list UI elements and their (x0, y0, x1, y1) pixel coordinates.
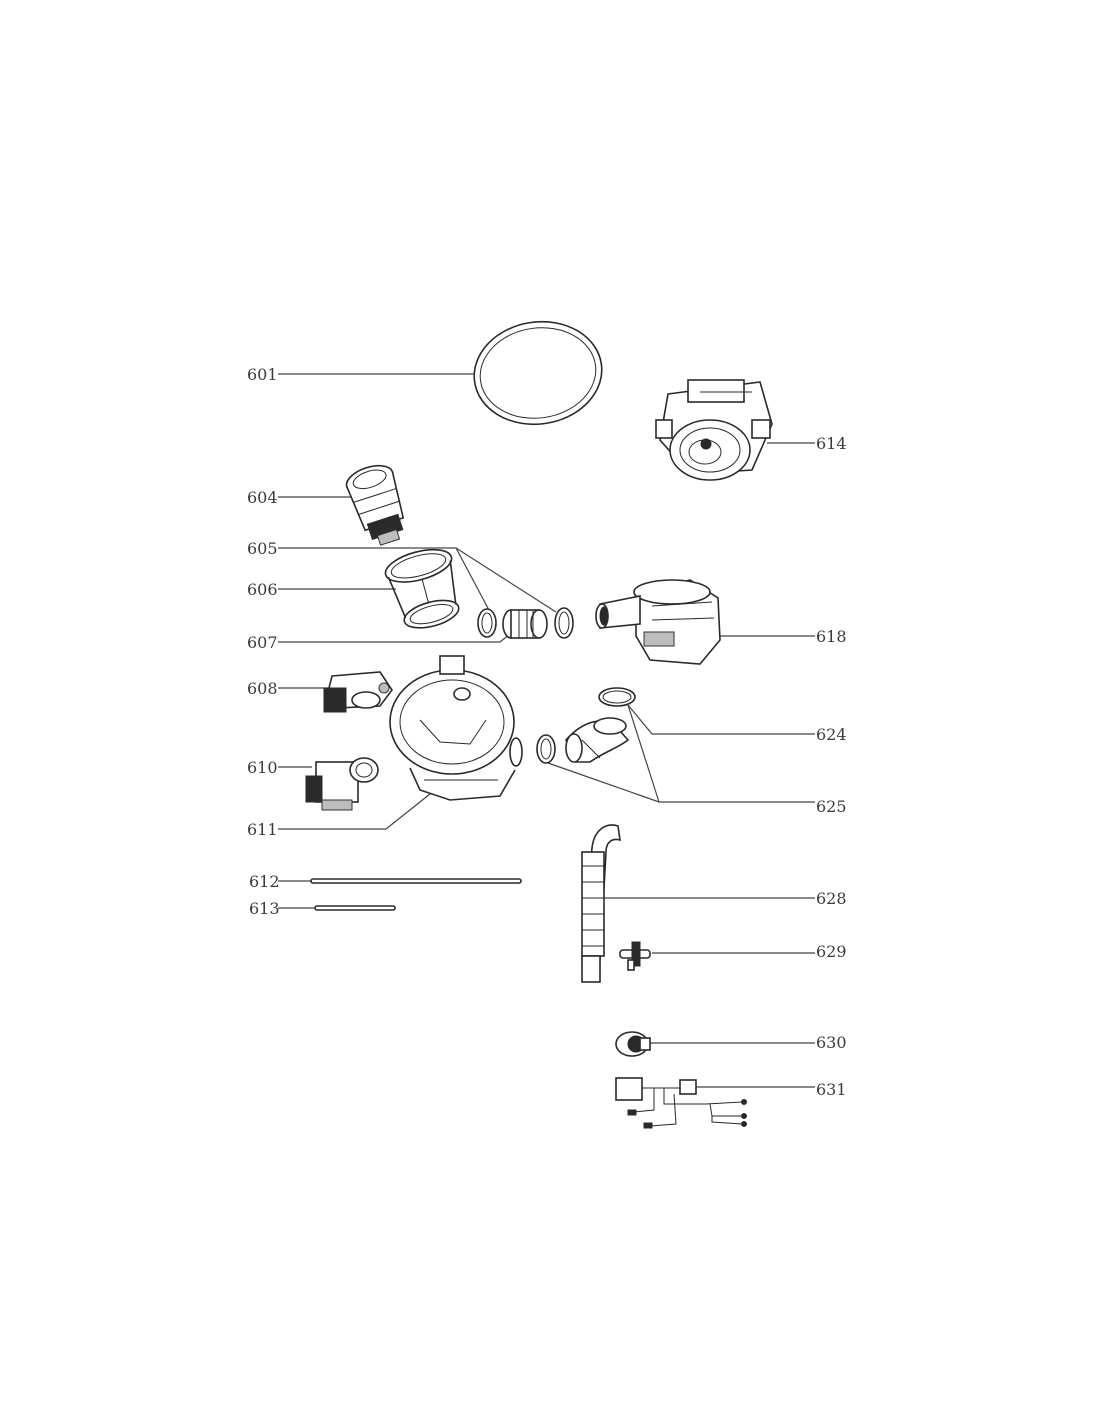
leader-lines (278, 373, 815, 1088)
label-611: 611 (247, 820, 278, 839)
connector-hose-607 (502, 609, 548, 639)
filter-frame-606 (384, 548, 460, 629)
label-625: 625 (816, 797, 847, 816)
label-613: 613 (249, 899, 280, 918)
clamp-624 (598, 687, 636, 707)
label-607: 607 (247, 633, 278, 652)
label-629: 629 (816, 942, 847, 961)
elbow-hose (565, 717, 630, 763)
sump-assembly-611 (389, 655, 523, 801)
wire-harness-631 (615, 1077, 747, 1129)
sensor-629 (619, 941, 651, 971)
valve-608 (323, 671, 393, 713)
label-612: 612 (249, 872, 280, 891)
label-610: 610 (247, 758, 278, 777)
rod-612 (310, 878, 522, 884)
connector-630 (615, 1031, 651, 1057)
label-624: 624 (816, 725, 847, 744)
drain-pump-610 (305, 757, 379, 811)
label-601: 601 (247, 365, 278, 384)
label-628: 628 (816, 889, 847, 908)
circulation-pump-614 (655, 379, 773, 481)
label-630: 630 (816, 1033, 847, 1052)
clamp-605-right (554, 607, 574, 639)
clamp-605-left (477, 608, 497, 638)
label-605: 605 (247, 539, 278, 558)
label-604: 604 (247, 488, 278, 507)
label-606: 606 (247, 580, 278, 599)
drain-hose-628 (581, 824, 621, 983)
label-614: 614 (816, 434, 847, 453)
filter-604 (345, 464, 405, 546)
label-608: 608 (247, 679, 278, 698)
rod-613 (314, 905, 396, 911)
label-631: 631 (816, 1080, 847, 1099)
gasket-ring-601 (473, 320, 603, 426)
label-618: 618 (816, 627, 847, 646)
clamp-625 (536, 734, 556, 764)
heater-pump-618 (595, 579, 721, 665)
